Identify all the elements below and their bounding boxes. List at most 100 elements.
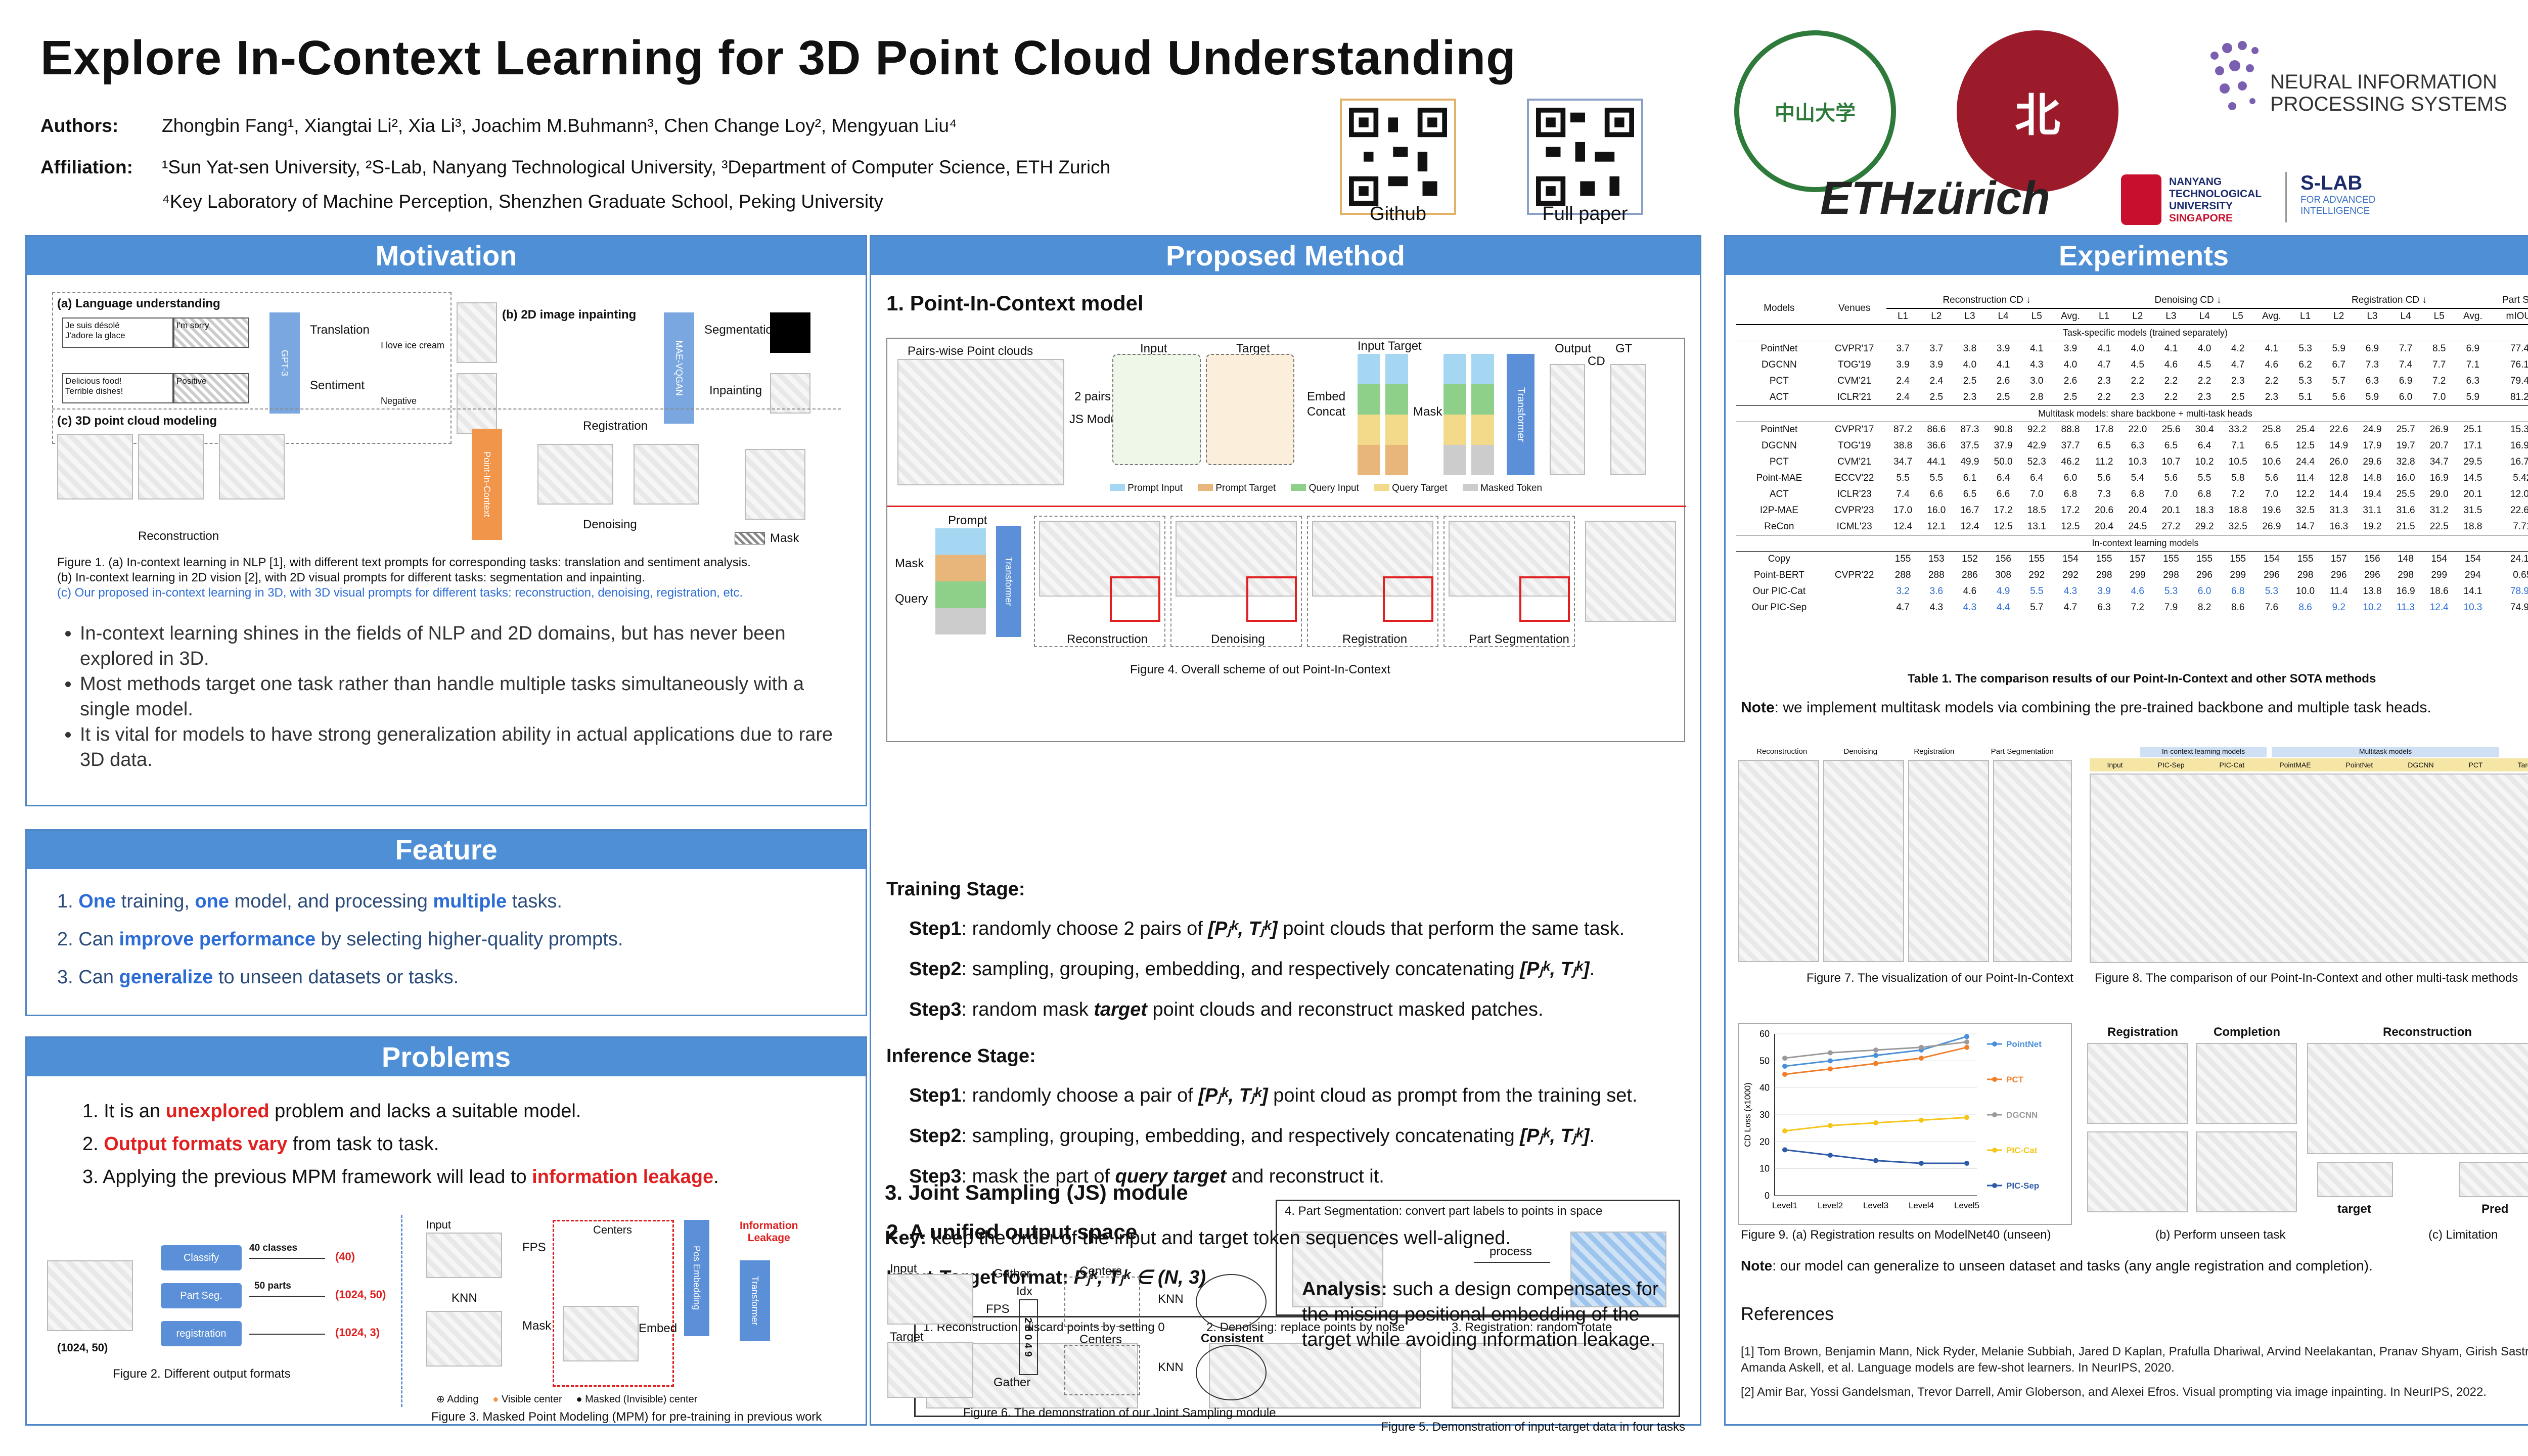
note-1-label: Note xyxy=(1741,699,1775,716)
paper-qr-code[interactable] xyxy=(1527,99,1643,215)
table-cell: 5.4 xyxy=(2131,473,2144,483)
train-step-1-math: [Pⱼᵏ, Tⱼᵏ] xyxy=(1208,918,1278,939)
series-point-DGCNN xyxy=(1873,1048,1878,1053)
github-qr-code[interactable] xyxy=(1340,99,1456,215)
table-cell: 8.6 xyxy=(2231,602,2245,613)
infer-step-1-a: : randomly choose a pair of xyxy=(961,1085,1199,1106)
table-cell: 2.4 xyxy=(1896,376,1910,386)
lang-box-2: I'm sorry xyxy=(173,317,249,348)
table-cell: 2.3 xyxy=(2131,391,2144,402)
legend-adding: Adding xyxy=(447,1394,479,1405)
table-cell: Point-BERT xyxy=(1753,570,1804,580)
fig7-h-rec: Reconstruction xyxy=(1756,747,1808,756)
table-cell: 16.0 xyxy=(1927,505,1946,516)
lang-text-2: I'm sorry xyxy=(176,321,209,330)
tok-input: Input xyxy=(1358,339,1385,353)
js-gather-1: Gather xyxy=(994,1267,1031,1281)
token-legend: Prompt Input Prompt Target Query Input Q… xyxy=(1110,483,1565,494)
legend-prompt-target-label: Prompt Target xyxy=(1215,483,1276,493)
infer-step-1: Step1: randomly choose a pair of [Pⱼᵏ, T… xyxy=(909,1083,1638,1108)
f1-a: 1. xyxy=(57,891,79,912)
figure-5-caption: Figure 5. Demonstration of input-target … xyxy=(1381,1420,1685,1434)
inpaint-img-2 xyxy=(457,373,497,434)
table-cell: 81.24 xyxy=(2510,391,2528,402)
fig1b-label: (b) 2D image inpainting xyxy=(502,308,637,322)
table-cell: 17.2 xyxy=(1994,505,2013,516)
table-cell: ICLR'23 xyxy=(1837,489,1872,499)
p2-b: Output formats vary xyxy=(104,1133,288,1155)
table-cell: 2.3 xyxy=(2097,376,2111,386)
ntu-crest-icon xyxy=(2121,174,2161,225)
table-cell: 299 xyxy=(2129,570,2146,580)
table-cell: 3.2 xyxy=(1896,586,1910,597)
partseg-desc: 4. Part Segmentation: convert part label… xyxy=(1285,1204,1603,1218)
table-cell: 7.4 xyxy=(1896,489,1910,499)
output-label: Output xyxy=(1555,342,1592,355)
ntu-line-3: UNIVERSITY xyxy=(2169,200,2233,212)
authors: Zhongbin Fang¹, Xiangtai Li², Xia Li³, J… xyxy=(162,115,957,136)
table-cell: 4.3 xyxy=(2063,586,2078,597)
p3-c: . xyxy=(713,1166,719,1188)
c40-label: 40 classes xyxy=(249,1243,298,1253)
table-cell: 154 xyxy=(2062,554,2079,565)
table-cell: 2.4 xyxy=(1929,376,1944,386)
table-cell: 5.42 xyxy=(2513,473,2528,483)
table-cell: 86.6 xyxy=(1927,424,1946,435)
task-rec-label: Reconstruction xyxy=(1067,632,1148,646)
table-cell: 156 xyxy=(2364,554,2380,565)
task-pred-ps xyxy=(1519,576,1570,622)
series-point-PointNet xyxy=(1873,1053,1878,1058)
colored-partseg-img xyxy=(1585,521,1676,622)
table-cell: 3.9 xyxy=(2063,343,2078,354)
chair-pointcloud-img xyxy=(47,1260,133,1331)
sysu-logo: 中山大学 xyxy=(1734,30,1896,192)
affiliation-line: Affiliation:¹Sun Yat-sen University, ²S-… xyxy=(40,157,1110,178)
table-cell: 2.5 xyxy=(1929,391,1944,402)
table-cell: 4.1 xyxy=(2164,343,2178,354)
table-cell: 2.2 xyxy=(2164,376,2178,386)
table-cell: 30.4 xyxy=(2195,424,2214,435)
th-sub: L3 xyxy=(1953,308,1987,325)
table-cell: 26.9 xyxy=(2262,521,2281,532)
lang-text-1: Je suis désolé xyxy=(65,321,120,330)
table-cell: 5.9 xyxy=(2332,343,2345,354)
table-cell: 2.3 xyxy=(2197,391,2211,402)
lang-text-7: Terrible dishes! xyxy=(65,386,123,396)
f1-f: multiple xyxy=(433,891,507,912)
table-cell: 6.3 xyxy=(2365,376,2379,386)
table-cell: 6.8 xyxy=(2131,489,2144,499)
gt-shapes xyxy=(1610,364,1646,475)
table-cell: 7.0 xyxy=(2030,489,2044,499)
pku-logo: 北 xyxy=(1957,30,2118,192)
table-cell: 5.7 xyxy=(2332,376,2345,386)
table-cell: 22.60 xyxy=(2510,505,2528,516)
y-tick-label: 20 xyxy=(1759,1136,1770,1147)
figure-5-partseg: 4. Part Segmentation: convert part label… xyxy=(1276,1200,1680,1316)
fig9b-img-1 xyxy=(2087,1043,2188,1124)
table-cell: 16.95 xyxy=(2510,440,2528,451)
table-cell: 4.7 xyxy=(1896,602,1910,613)
fig9-comp-title: Completion xyxy=(2214,1025,2280,1039)
table-cell: 6.1 xyxy=(1963,473,1977,483)
table-cell: 7.4 xyxy=(2399,359,2413,370)
infer-step-3-b: and reconstruct it. xyxy=(1226,1166,1384,1187)
figure-7: Reconstruction Denoising Registration Pa… xyxy=(1738,747,2072,965)
token-column-2 xyxy=(1385,354,1408,475)
table-cell: 6.8 xyxy=(2231,586,2245,597)
figure-8: In-context learning models Multitask mod… xyxy=(2090,747,2528,965)
table-cell: 4.0 xyxy=(1963,359,1977,370)
partseg-input-img xyxy=(1292,1232,1383,1307)
js-centers-box-1 xyxy=(1064,1277,1140,1327)
fig1-cap-3: (c) Our proposed in-context learning in … xyxy=(57,586,743,600)
table-cell: 32.5 xyxy=(2296,505,2315,516)
series-point-DGCNN xyxy=(1828,1050,1833,1056)
problem-2: 2. Output formats vary from task to task… xyxy=(82,1131,439,1157)
table-cell: 11.4 xyxy=(2296,473,2315,483)
fig9b-img-4 xyxy=(2196,1131,2297,1212)
table-cell: 25.4 xyxy=(2296,424,2315,435)
